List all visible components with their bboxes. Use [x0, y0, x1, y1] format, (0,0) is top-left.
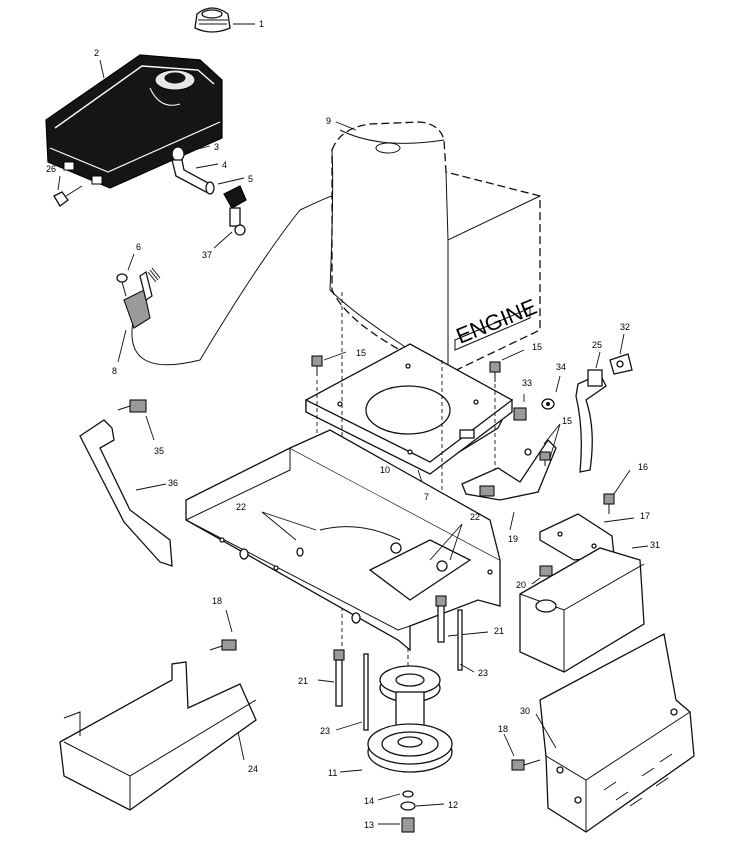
callout-25: 25	[592, 340, 602, 350]
bolt-left	[311, 355, 323, 376]
tank-fitting	[53, 185, 83, 207]
fuel-tank	[45, 54, 223, 189]
callout-18-b: 18	[498, 724, 508, 734]
callout-13: 13	[364, 820, 374, 830]
fuel-cap	[194, 7, 231, 33]
callout-23-b: 23	[320, 726, 330, 736]
frame-brace	[79, 419, 173, 567]
lock-washer	[400, 801, 416, 811]
engine-block: ENGINE	[329, 121, 541, 375]
callout-labels: 1 2 3 4 5 26 37 6 8 9 15 15 33 34 25 32 …	[46, 19, 660, 830]
callout-20: 20	[516, 580, 526, 590]
bolt-20	[539, 565, 553, 577]
callout-24: 24	[248, 764, 258, 774]
muffler	[519, 547, 645, 673]
callout-21-b: 21	[298, 676, 308, 686]
chassis-frame	[185, 429, 501, 652]
bolt-35	[117, 399, 147, 413]
callout-34: 34	[556, 362, 566, 372]
callout-18-a: 18	[212, 596, 222, 606]
nut	[513, 407, 527, 421]
callout-2: 2	[94, 48, 99, 58]
callout-23-a: 23	[478, 668, 488, 678]
washer	[541, 398, 555, 410]
stud-right	[435, 595, 447, 643]
callout-16: 16	[638, 462, 648, 472]
callout-37: 37	[202, 250, 212, 260]
bolt-bracket	[539, 451, 551, 466]
callout-15-b: 15	[532, 342, 542, 352]
stud-left	[333, 649, 345, 707]
callout-9: 9	[326, 116, 331, 126]
callout-21-a: 21	[494, 626, 504, 636]
callout-26: 26	[46, 164, 56, 174]
throttle-control	[116, 267, 161, 329]
callout-22-a: 22	[236, 502, 246, 512]
callout-8: 8	[112, 366, 117, 376]
bolt-18-left	[209, 639, 237, 651]
callout-6: 6	[136, 242, 141, 252]
callout-11: 11	[328, 768, 337, 778]
rod-right	[457, 609, 463, 671]
callout-3: 3	[214, 142, 219, 152]
callout-32: 32	[620, 322, 630, 332]
flat-washer	[402, 790, 414, 798]
callout-5: 5	[248, 174, 253, 184]
battery-tray	[59, 661, 257, 811]
callout-10: 10	[380, 465, 390, 475]
rod-left	[363, 653, 369, 731]
callout-15-c: 15	[562, 416, 572, 426]
callout-36: 36	[168, 478, 178, 488]
engine-plate	[305, 343, 513, 475]
heat-shield	[539, 633, 695, 833]
muffler-bracket	[461, 438, 557, 501]
callout-1: 1	[259, 19, 264, 29]
callout-12: 12	[448, 800, 458, 810]
shutoff-valve	[223, 185, 247, 236]
bolt-right	[489, 361, 501, 382]
callout-15-a: 15	[356, 348, 366, 358]
exhaust-pipe	[575, 369, 607, 473]
callout-35: 35	[154, 446, 164, 456]
callout-31: 31	[650, 540, 660, 550]
callout-17: 17	[640, 511, 650, 521]
callout-4: 4	[222, 160, 227, 170]
callout-30: 30	[520, 706, 530, 716]
bolt-18-right	[511, 759, 541, 771]
fuel-hose	[171, 146, 215, 195]
callout-7: 7	[424, 492, 429, 502]
callout-22-b: 22	[470, 512, 480, 522]
callout-33: 33	[522, 378, 532, 388]
callout-14: 14	[364, 796, 374, 806]
bolt-16	[603, 493, 615, 514]
callout-19: 19	[508, 534, 518, 544]
gasket	[609, 353, 633, 375]
pulley-bolt	[401, 817, 415, 833]
engine-pulley	[367, 665, 453, 773]
